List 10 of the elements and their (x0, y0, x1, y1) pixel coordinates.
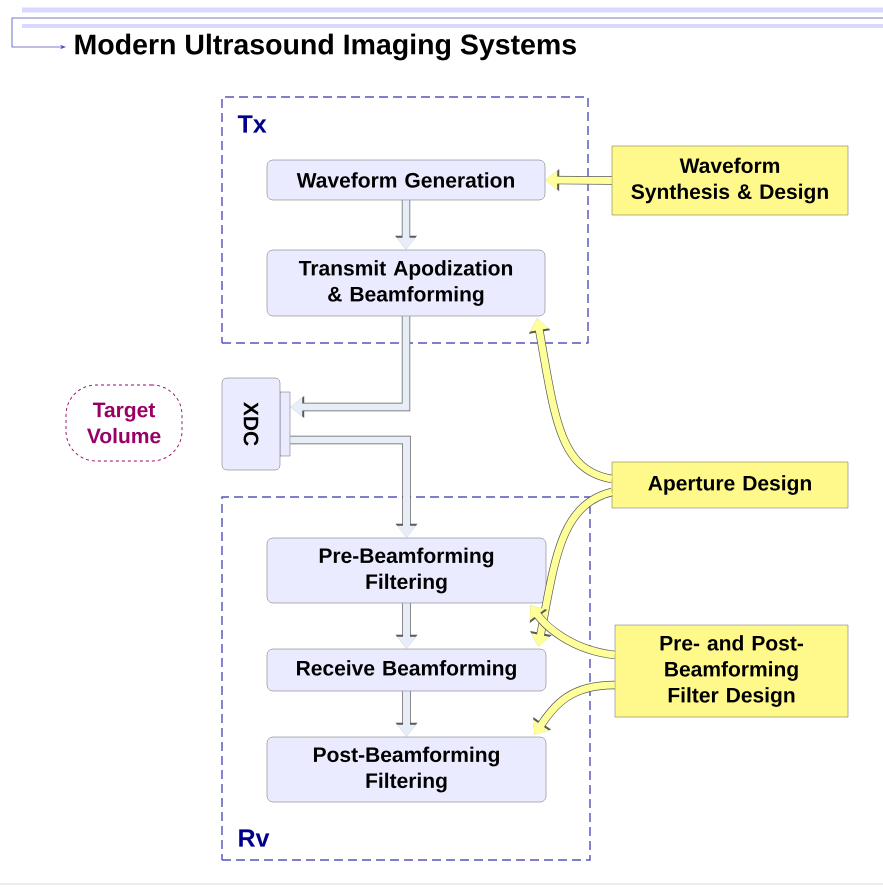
design-box: Aperture Design (612, 462, 848, 508)
process-box: Waveform Generation (266, 160, 546, 200)
design-box: Pre- and Post-Beamforming Filter Design (614, 624, 848, 718)
transducer-box: XDC (222, 378, 290, 470)
process-box: Transmit Apodization & Beamforming (266, 250, 546, 316)
process-box: Post-Beamforming Filtering (266, 736, 546, 802)
process-box: Pre-Beamforming Filtering (266, 538, 546, 604)
title-text: Modern Ultrasound Imaging Systems (75, 34, 576, 60)
process-box: Receive Beamforming (266, 648, 546, 692)
design-box: Waveform Synthesis & Design (612, 146, 848, 216)
